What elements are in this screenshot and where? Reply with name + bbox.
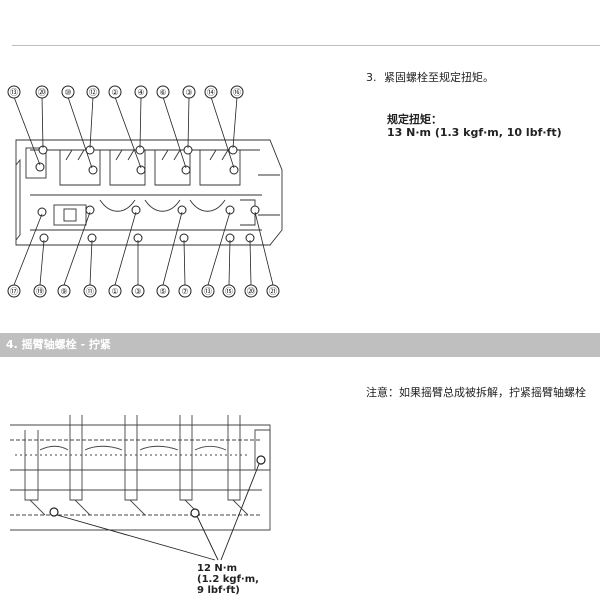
callout-label: ⑳ <box>247 287 255 296</box>
torque-kgf: (1.2 kgf·m, <box>197 574 259 585</box>
callout-label: ⑦ <box>181 287 188 296</box>
callout-label: ㉑ <box>269 287 277 296</box>
callout-label: ⑬ <box>204 287 212 296</box>
top-callout-labels: ⑬ ⑳ ⑩ ⑫ ② ④ ⑥ ③ ⑭ ⑯ <box>10 88 241 97</box>
step-number: 3. <box>366 71 377 84</box>
callout-leaders <box>13 96 274 286</box>
step-3-instruction: 3. 紧固螺栓至规定扭矩。 <box>366 69 494 85</box>
callout-label: ⑫ <box>89 88 97 97</box>
callout-label: ⑯ <box>233 88 241 97</box>
callout-label: ⑤ <box>159 287 166 296</box>
callout-label: ⑭ <box>207 88 215 97</box>
callout-label: ⑲ <box>36 287 44 296</box>
torque-leaders <box>56 463 260 561</box>
note-text: 注意：如果摇臂总成被拆解，拧紧摇臂轴螺栓 <box>366 386 586 399</box>
callout-label: ⑪ <box>86 287 94 296</box>
callout-label: ③ <box>134 287 141 296</box>
callout-label: ⑬ <box>10 88 18 97</box>
cylinder-head-bolts <box>35 145 260 243</box>
callout-label: ⑰ <box>10 287 18 296</box>
cylinder-head-drawing <box>15 139 283 246</box>
callout-label: ⑳ <box>38 88 46 97</box>
torque-lbf: 9 lbf·ft) <box>197 585 240 596</box>
callout-label: ⑨ <box>60 287 67 296</box>
callout-label: ② <box>111 88 118 97</box>
torque-spec-label: 规定扭矩： <box>387 113 442 126</box>
callout-label: ① <box>111 287 118 296</box>
top-callout-circles <box>7 85 244 99</box>
bottom-callout-labels: ⑰ ⑲ ⑨ ⑪ ① ③ ⑤ ⑦ ⑬ ⑮ ⑳ ㉑ <box>10 287 277 296</box>
rocker-arm-drawing <box>10 415 271 531</box>
rocker-shaft-bolts <box>49 455 266 518</box>
rocker-torque-label: 12 N·m (1.2 kgf·m, 9 lbf·ft) <box>197 563 259 596</box>
callout-label: ⑩ <box>64 88 71 97</box>
bottom-callout-circles <box>7 284 280 298</box>
section-4-header: 4. 摇臂轴螺栓 - 拧紧 <box>0 333 600 357</box>
callout-label: ③ <box>185 88 192 97</box>
step-text: 紧固螺栓至规定扭矩。 <box>384 71 494 84</box>
callout-label: ⑮ <box>225 287 233 296</box>
torque-spec-value: 13 N·m (1.3 kgf·m, 10 lbf·ft) <box>387 126 562 139</box>
top-divider <box>12 45 600 46</box>
torque-value: 12 N·m <box>197 563 237 574</box>
callout-label: ④ <box>137 88 144 97</box>
callout-label: ⑥ <box>159 88 166 97</box>
